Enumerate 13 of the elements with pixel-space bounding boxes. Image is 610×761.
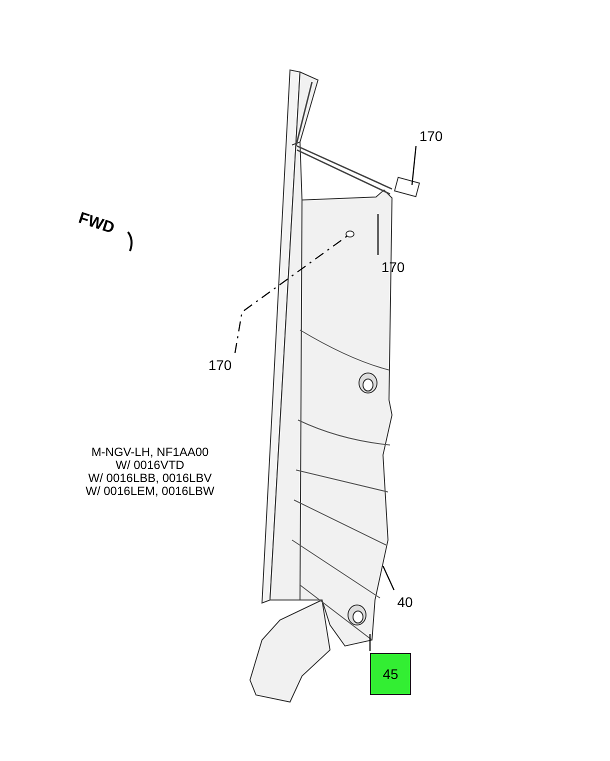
note-text: M-NGV-LH, NF1AA00 (90, 446, 210, 459)
note-text: W/ 0016LBB, 0016LBV (87, 472, 213, 485)
note-text: W/ 0016LEM, 0016LBW (84, 485, 216, 498)
leader-line (411, 146, 417, 186)
direction-label: FWD (75, 208, 118, 240)
leader-line (377, 214, 379, 255)
callout-number: 170 (416, 126, 446, 146)
leader-line (369, 634, 371, 651)
callout-number: 170 (205, 355, 235, 375)
leader-line (382, 566, 395, 590)
callout-box: 45 (370, 653, 411, 695)
note-text: W/ 0016VTD (114, 459, 186, 472)
callout-number: 40 (394, 592, 416, 612)
